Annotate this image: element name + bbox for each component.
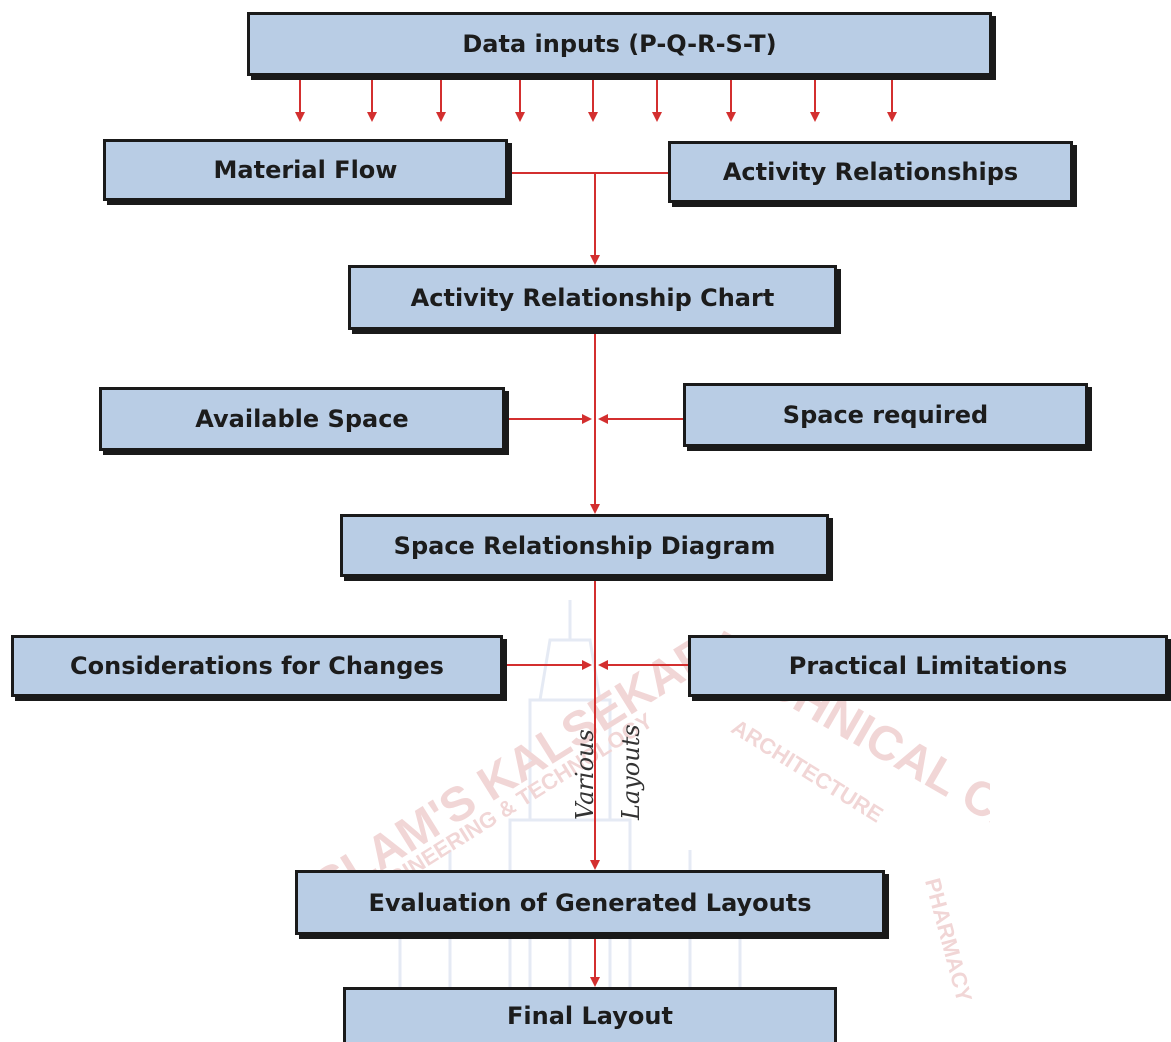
activity-relationships-box: Activity Relationships — [668, 141, 1073, 203]
evaluation-label: Evaluation of Generated Layouts — [368, 888, 812, 917]
evaluation-box: Evaluation of Generated Layouts — [295, 870, 885, 935]
available-space-label: Available Space — [195, 405, 409, 433]
space-required-box: Space required — [683, 383, 1088, 447]
various-label: Various — [571, 729, 599, 820]
activity-relationship-chart-label: Activity Relationship Chart — [410, 283, 775, 312]
material-flow-label: Material Flow — [213, 156, 398, 184]
activity-relationships-label: Activity Relationships — [722, 158, 1019, 186]
practical-limitations-box: Practical Limitations — [688, 635, 1168, 697]
final-layout-box: Final Layout — [343, 987, 837, 1042]
available-space-box: Available Space — [99, 387, 505, 451]
material-flow-box: Material Flow — [103, 139, 508, 201]
data-inputs-box: Data inputs (P-Q-R-S-T) — [247, 12, 992, 76]
considerations-label: Considerations for Changes — [70, 652, 444, 680]
practical-limitations-label: Practical Limitations — [788, 652, 1068, 680]
space-relationship-diagram-box: Space Relationship Diagram — [340, 514, 829, 577]
layouts-label: Layouts — [617, 724, 645, 820]
space-relationship-diagram-label: Space Relationship Diagram — [393, 531, 776, 560]
considerations-box: Considerations for Changes — [11, 635, 503, 697]
activity-relationship-chart-box: Activity Relationship Chart — [348, 265, 837, 330]
space-required-label: Space required — [782, 401, 989, 429]
data-inputs-label: Data inputs (P-Q-R-S-T) — [462, 30, 777, 58]
final-layout-label: Final Layout — [507, 1002, 673, 1030]
